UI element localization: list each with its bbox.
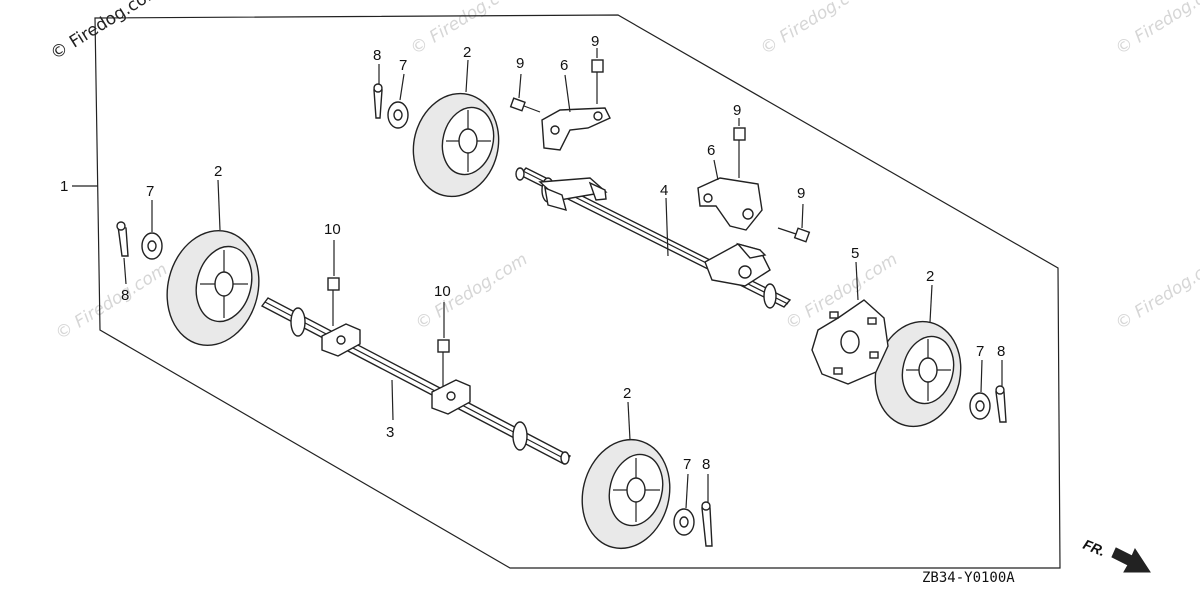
watermark-text: © Firedog.com [757, 0, 876, 59]
bolt-10-a [327, 277, 340, 326]
callout-2: 2 [926, 268, 934, 285]
watermark-text: © Firedog.com [412, 249, 531, 334]
callout-8: 8 [702, 456, 710, 473]
bracket-lower [697, 177, 763, 231]
front-axle-clamp-left [321, 323, 361, 357]
front-direction-label: FR. [1081, 536, 1108, 559]
callout-10: 10 [434, 283, 451, 300]
diagram-code: ZB34-Y0100A [922, 570, 1015, 586]
callout-8: 8 [373, 47, 381, 64]
leader-9 [518, 73, 522, 99]
bolt-9-b [591, 59, 604, 104]
watermark-text: © Firedog.com [1112, 249, 1200, 334]
front-arrow-icon [1111, 547, 1151, 573]
rear-axle-clamp-right [704, 242, 771, 287]
wheel-cover [811, 299, 889, 385]
callout-2: 2 [623, 385, 631, 402]
callout-5: 5 [851, 245, 859, 262]
callout-8: 8 [121, 287, 129, 304]
wheel-rear-left [412, 92, 500, 198]
watermark-text: © Firedog.com [52, 259, 171, 344]
callout-7: 7 [976, 343, 984, 360]
leader-7 [399, 73, 405, 101]
leader-6 [564, 74, 571, 113]
leader-7 [980, 359, 983, 393]
callout-4: 4 [660, 182, 668, 199]
callout-1: 1 [60, 178, 68, 195]
callout-6: 6 [560, 57, 568, 74]
bolt-9-a [509, 97, 541, 113]
leader-9 [801, 203, 804, 229]
washer-7-a [387, 101, 409, 129]
callout-7: 7 [146, 183, 154, 200]
callout-7: 7 [683, 456, 691, 473]
washer-7-b [141, 232, 163, 260]
callout-9: 9 [591, 33, 599, 50]
wheel-front-left [166, 229, 260, 347]
front-axle-clamp-right [431, 379, 471, 415]
washer-7-d [969, 392, 991, 420]
washer-7-c [673, 508, 695, 536]
callout-9: 9 [797, 185, 805, 202]
callout-3: 3 [386, 424, 394, 441]
callout-8: 8 [997, 343, 1005, 360]
pin-8-b [116, 221, 129, 257]
callout-7: 7 [399, 57, 407, 74]
pin-8-d [995, 385, 1007, 423]
front-direction-indicator: FR. [1081, 536, 1151, 573]
callout-2: 2 [214, 163, 222, 180]
wheel-rear-right [874, 320, 962, 428]
leader-6 [713, 159, 719, 181]
leader-2 [929, 284, 933, 323]
leader-7 [685, 473, 689, 509]
bracket-upper [541, 107, 611, 151]
leader-5 [855, 261, 859, 301]
copyright-watermark: © Firedog.com [47, 0, 165, 64]
rear-axle-clamp-left [538, 177, 608, 212]
leader-2 [217, 179, 221, 231]
leader-8 [123, 257, 127, 285]
pin-8-c [701, 501, 713, 547]
leader-3 [391, 379, 394, 421]
callout-9: 9 [733, 102, 741, 119]
leader-2 [465, 59, 469, 93]
leader-4 [665, 197, 669, 257]
leader-2 [627, 401, 631, 441]
watermark-text: © Firedog.com [1112, 0, 1200, 59]
wheel-front-right [581, 438, 671, 550]
callout-2: 2 [463, 44, 471, 61]
bolt-9-d [777, 227, 811, 243]
callout-10: 10 [324, 221, 341, 238]
callout-9: 9 [516, 55, 524, 72]
callout-6: 6 [707, 142, 715, 159]
bolt-10-b [437, 339, 450, 386]
assembly-outline [94, 14, 1061, 569]
bolt-9-c [733, 127, 746, 178]
pin-8-a [373, 83, 383, 119]
